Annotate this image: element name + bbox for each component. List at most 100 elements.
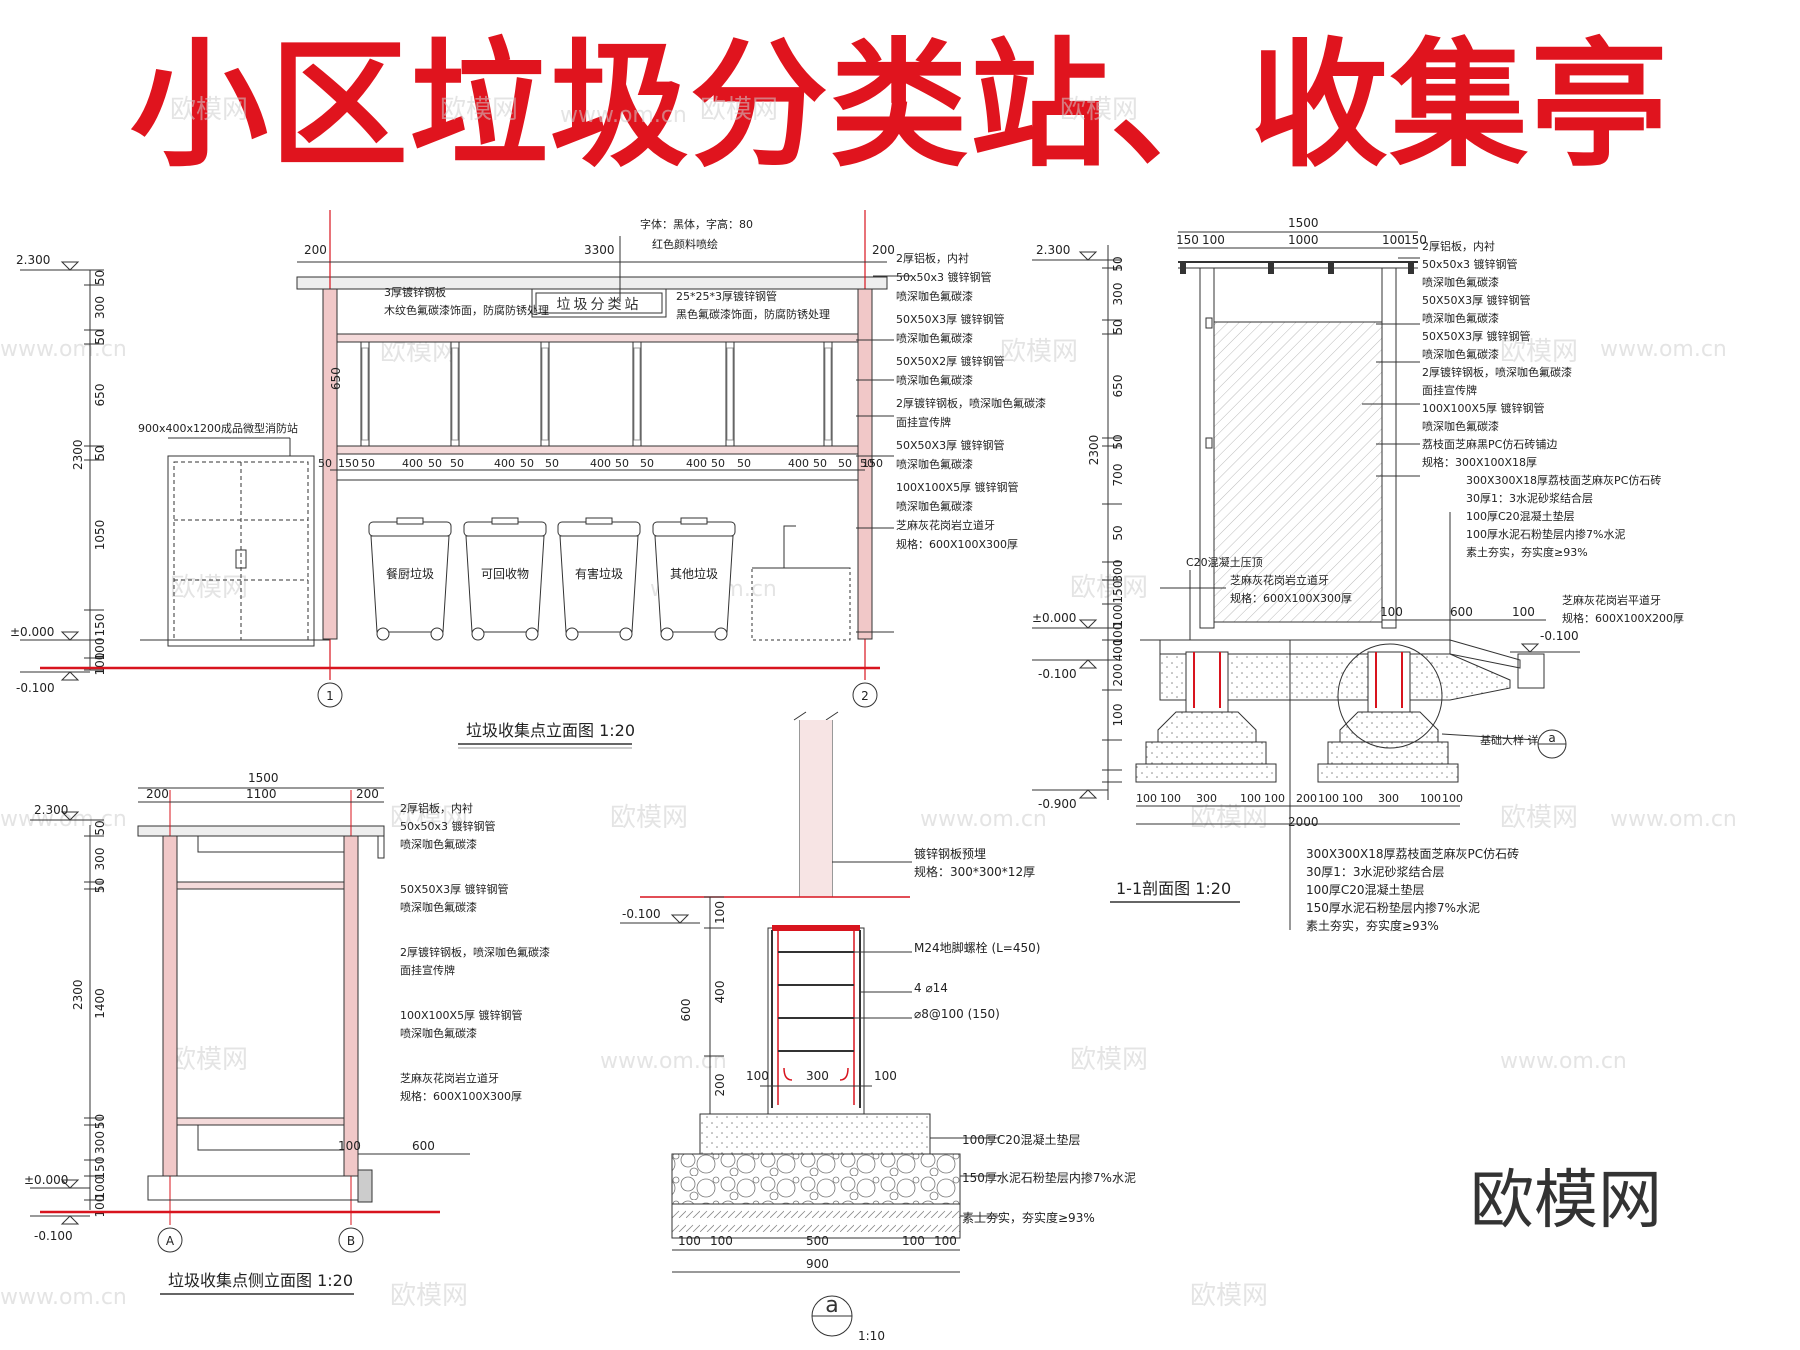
s11-bottom-label: 100 bbox=[1420, 792, 1441, 805]
svg-text:200: 200 bbox=[304, 243, 327, 257]
level-mark-detail: -0.100 bbox=[620, 907, 700, 924]
mullion-inner bbox=[451, 347, 459, 441]
fe-dim-label: 100 bbox=[93, 653, 107, 676]
section-note: 100X100X5厚 镀锌钢管 bbox=[1422, 401, 1545, 415]
svg-text:100: 100 bbox=[338, 1139, 361, 1153]
bin-handle bbox=[585, 517, 613, 525]
fe-dim-label: 300 bbox=[93, 296, 107, 319]
s11-dim-label: 200 bbox=[1111, 664, 1125, 687]
front-note: 喷深咖色氟碳漆 bbox=[896, 289, 973, 303]
svg-text:2.300: 2.300 bbox=[16, 253, 50, 267]
axis-bubble-a: A bbox=[157, 1227, 183, 1253]
s11-bottom-label: 100 bbox=[1160, 792, 1181, 805]
s11-level-zero: ±0.000 bbox=[1032, 611, 1108, 629]
watermark-url: www.om.cn bbox=[0, 337, 127, 362]
axis-bubble-2: 2 bbox=[852, 682, 878, 708]
fe-dim-label: 50 bbox=[93, 270, 107, 285]
svg-text:-0.900: -0.900 bbox=[1038, 797, 1077, 811]
mullion bbox=[632, 341, 642, 447]
svg-text:-0.100: -0.100 bbox=[1540, 629, 1579, 643]
bin-wheel bbox=[471, 627, 485, 641]
watermark-text: 欧模网 bbox=[170, 1045, 248, 1075]
da-dim-label: 400 bbox=[713, 981, 727, 1004]
bin-body bbox=[559, 535, 639, 633]
svg-text:-0.100: -0.100 bbox=[622, 907, 661, 921]
svg-text:1000: 1000 bbox=[1288, 233, 1319, 247]
svg-text:±0.000: ±0.000 bbox=[24, 1173, 68, 1187]
s11-dim-label: 150 bbox=[1111, 581, 1125, 604]
svg-text:150: 150 bbox=[1404, 233, 1427, 247]
svg-text:3300: 3300 bbox=[584, 243, 615, 257]
page-title: 小区垃圾分类站、收集亭 bbox=[129, 25, 1670, 186]
front-elevation-caption: 垃圾收集点立面图 1:20 bbox=[466, 721, 635, 740]
svg-text:2300: 2300 bbox=[71, 979, 85, 1010]
s11-dim-label: 50 bbox=[1111, 434, 1125, 449]
detail-note: 规格：300*300*12厚 bbox=[914, 864, 1035, 879]
s11-dim-label: 100 bbox=[1111, 704, 1125, 727]
bin-body bbox=[654, 535, 734, 633]
front-note: 25*25*3厚镀锌钢管 bbox=[676, 289, 777, 303]
detail-note: 100厚C20混凝土垫层 bbox=[962, 1132, 1081, 1147]
se-dim-label: 300 bbox=[93, 1131, 107, 1154]
watermark-text: 欧模网 bbox=[170, 95, 248, 125]
svg-text:规格：600X100X300厚: 规格：600X100X300厚 bbox=[1230, 591, 1352, 605]
side-note: 规格：600X100X300厚 bbox=[400, 1089, 522, 1103]
section-note: 30厚1：3水泥砂浆结合层 bbox=[1466, 491, 1593, 505]
side-level-top: 2.300 bbox=[30, 803, 90, 821]
s11-bottom-label: 100 bbox=[1240, 792, 1261, 805]
svg-text:A: A bbox=[166, 1234, 175, 1248]
mullion-inner bbox=[361, 347, 369, 441]
s11-bottom-label: 100 bbox=[1264, 792, 1285, 805]
front-note: 喷深咖色氟碳漆 bbox=[896, 373, 973, 387]
svg-text:2000: 2000 bbox=[1288, 815, 1319, 829]
svg-text:垃圾分类站: 垃圾分类站 bbox=[557, 297, 642, 313]
waste-bin: 餐厨垃圾 bbox=[368, 517, 452, 641]
watermark-text: 欧模网 bbox=[1070, 1045, 1148, 1075]
section-note: 50X50X3厚 镀锌钢管 bbox=[1422, 293, 1531, 307]
svg-text:200: 200 bbox=[146, 787, 169, 801]
side-note: 2厚铝板，内衬 bbox=[400, 801, 473, 815]
s11-bottom-label: 100 bbox=[1342, 792, 1363, 805]
s11-dim-label: 700 bbox=[1111, 464, 1125, 487]
bin-wheel bbox=[660, 627, 674, 641]
bay-dim-label: 400 bbox=[402, 457, 423, 470]
svg-text:100: 100 bbox=[746, 1069, 769, 1083]
detail-note: 4 ⌀14 bbox=[914, 981, 948, 995]
s11-dim-label: 50 bbox=[1111, 319, 1125, 334]
front-note: 面挂宣传牌 bbox=[896, 415, 951, 429]
svg-text:红色颜料喷绘: 红色颜料喷绘 bbox=[652, 237, 718, 251]
section-bottom-note: 素土夯实，夯实度≥93% bbox=[1306, 918, 1439, 933]
bay-dim-label: 50 bbox=[520, 457, 534, 470]
svg-text:100: 100 bbox=[1382, 233, 1405, 247]
svg-text:2.300: 2.300 bbox=[1036, 243, 1070, 257]
mullion bbox=[450, 341, 460, 447]
se-dim-label: 150 bbox=[93, 1157, 107, 1180]
bay-dim-label: 50 bbox=[361, 457, 375, 470]
svg-text:-0.100: -0.100 bbox=[34, 1229, 73, 1243]
section-bottom-note: 30厚1：3水泥砂浆结合层 bbox=[1306, 864, 1445, 879]
front-note: 2厚镀锌钢板，喷深咖色氟碳漆 bbox=[896, 396, 1046, 410]
section-note: 喷深咖色氟碳漆 bbox=[1422, 275, 1499, 289]
section-bottom-note: 300X300X18厚荔枝面芝麻灰PC仿石砖 bbox=[1306, 846, 1519, 861]
section-note: 喷深咖色氟碳漆 bbox=[1422, 311, 1499, 325]
cabinet-note: 900x400x1200成品微型消防站 bbox=[138, 421, 298, 435]
svg-text:1: 1 bbox=[326, 689, 334, 703]
detail-a-caption: a 1:10 bbox=[811, 1293, 885, 1343]
fe-dim-label: 50 bbox=[93, 445, 107, 460]
mullion-inner bbox=[824, 347, 832, 441]
bin-wheel bbox=[430, 627, 444, 641]
s11-dim-label: 50 bbox=[1111, 256, 1125, 271]
section-note: 2厚铝板，内衬 bbox=[1422, 239, 1495, 253]
se-dim-label: 300 bbox=[93, 848, 107, 871]
s11-bottom-label: 200 bbox=[1296, 792, 1317, 805]
svg-text:±0.000: ±0.000 bbox=[1032, 611, 1076, 625]
bay-dim-label: 50 bbox=[640, 457, 654, 470]
front-note: 2厚铝板，内衬 bbox=[896, 251, 969, 265]
svg-text:字体：黑体，字高：80: 字体：黑体，字高：80 bbox=[640, 217, 753, 231]
bin-label: 有害垃圾 bbox=[575, 566, 623, 581]
detail-note: 150厚水泥石粉垫层内掺7%水泥 bbox=[962, 1170, 1136, 1185]
waste-bin: 其他垃圾 bbox=[652, 517, 736, 641]
section-note: 50X50X3厚 镀锌钢管 bbox=[1422, 329, 1531, 343]
watermark-text: 欧模网 bbox=[1500, 803, 1578, 833]
